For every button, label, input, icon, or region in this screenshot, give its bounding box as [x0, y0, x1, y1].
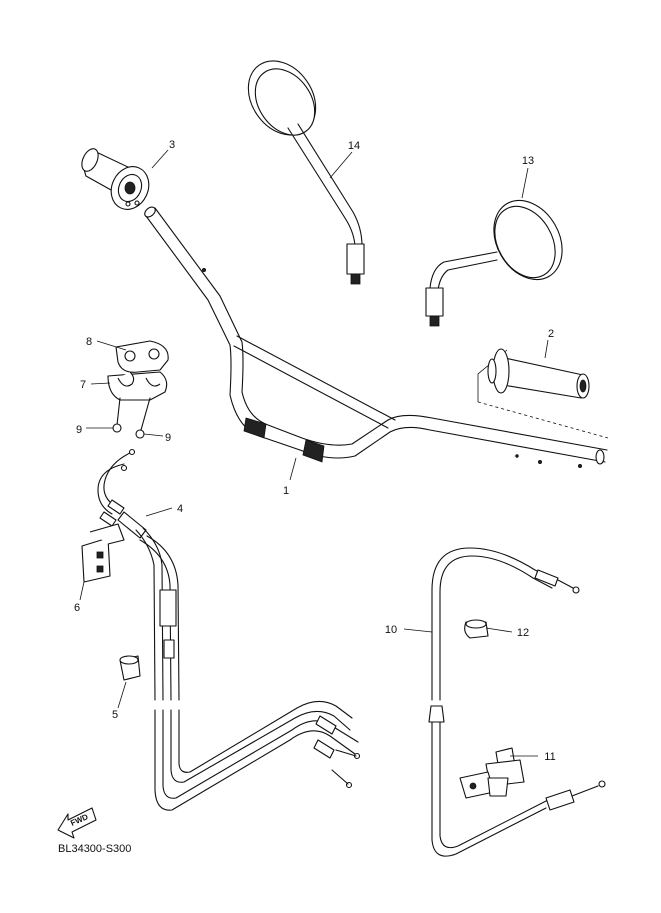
handlebar-holder-lower	[107, 371, 168, 401]
callout-2: 2	[548, 328, 554, 340]
diagram-code: BL34300-S300	[58, 843, 131, 855]
leader-lines	[79, 149, 549, 757]
handlebar	[144, 206, 608, 468]
cable-clamp	[119, 655, 141, 681]
mirror-right	[425, 199, 563, 327]
callout-14: 14	[348, 140, 360, 152]
handlebar-holder-upper	[115, 340, 169, 373]
callout-9-left: 9	[76, 424, 82, 436]
mirror-left	[247, 60, 365, 285]
callout-1: 1	[283, 485, 289, 497]
clutch-cable	[428, 547, 606, 857]
callout-13: 13	[522, 155, 534, 167]
callout-11: 11	[544, 751, 555, 763]
throttle-grip	[81, 148, 150, 210]
callout-8: 8	[86, 336, 92, 348]
knurl-left	[243, 417, 267, 439]
throttle-cables	[97, 448, 361, 811]
fwd-arrow-icon: FWD	[57, 807, 97, 839]
handlebar-grip	[477, 348, 609, 439]
callout-7: 7	[80, 379, 86, 391]
callout-6: 6	[74, 602, 80, 614]
callout-9-right: 9	[165, 432, 171, 444]
callout-3: 3	[169, 139, 175, 151]
knurl-right	[302, 439, 325, 463]
cable-holder-small	[464, 619, 489, 639]
holder-bolts	[112, 397, 151, 439]
callouts: 1 2 3 4 5 6 7 8 9 9 10 11 12 13 14	[74, 139, 556, 763]
callout-10: 10	[385, 624, 397, 636]
callout-5: 5	[112, 709, 118, 721]
cable-guide-bracket	[81, 523, 125, 583]
callout-12: 12	[517, 627, 529, 639]
cable-holder-large	[459, 747, 525, 799]
callout-4: 4	[177, 503, 183, 515]
